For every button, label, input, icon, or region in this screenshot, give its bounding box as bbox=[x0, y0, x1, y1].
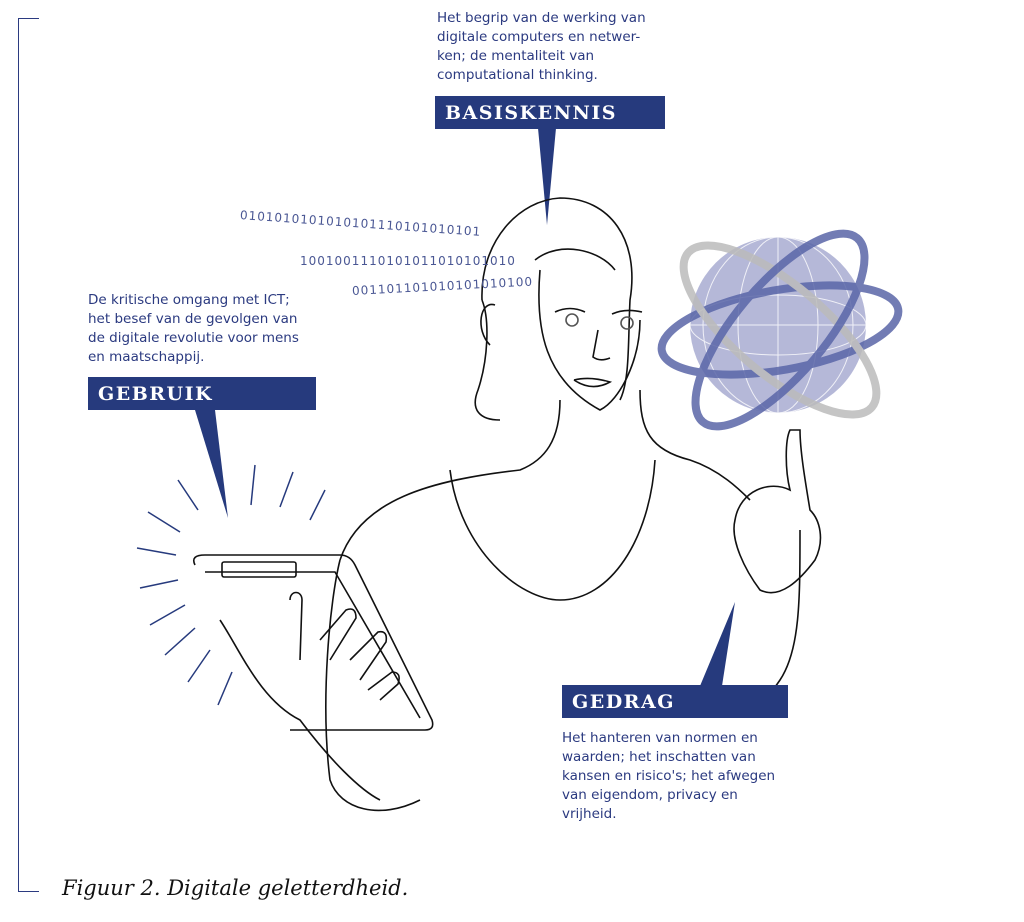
basiskennis-label: BASISKENNIS bbox=[435, 96, 665, 129]
basiskennis-pointer bbox=[538, 128, 556, 225]
globe bbox=[657, 229, 903, 431]
gebruik-label: GEBRUIK bbox=[88, 377, 316, 410]
gedrag-description: Het hanteren van normen en waarden; het … bbox=[562, 730, 776, 822]
gebruik-pointer bbox=[195, 410, 228, 518]
tablet bbox=[192, 554, 434, 801]
basiskennis-description: Het begrip van de werking van digitale c… bbox=[437, 10, 646, 83]
glow-rays bbox=[136, 464, 326, 706]
binary-stream-2: 1001001110101011010101010 bbox=[300, 254, 516, 268]
gebruik-description: De kritische omgang met ICT; het besef v… bbox=[88, 292, 299, 365]
gedrag-label: GEDRAG bbox=[562, 685, 788, 718]
figure-bracket bbox=[18, 18, 39, 892]
gedrag-pointer bbox=[700, 602, 735, 686]
figure-caption: Figuur 2. Digitale geletterdheid. bbox=[62, 876, 409, 900]
